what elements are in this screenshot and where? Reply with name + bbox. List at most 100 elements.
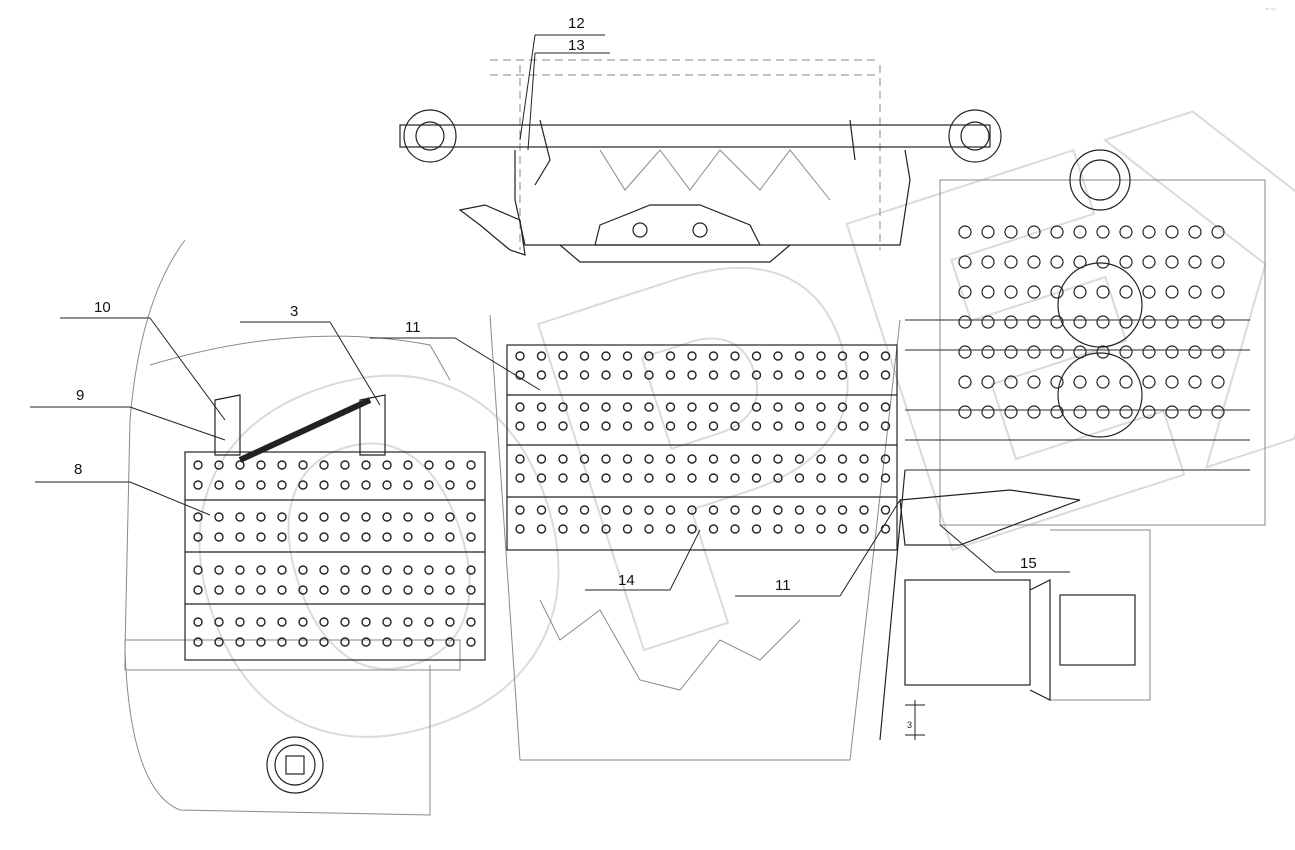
perforation-hole [837, 473, 848, 483]
perforation-hole [730, 454, 740, 464]
perforation-hole [1073, 405, 1087, 419]
perforation-hole [687, 351, 697, 361]
perforation-hole [859, 473, 869, 483]
perforation-hole [958, 405, 972, 419]
perforation-hole [708, 505, 719, 515]
perforation-hole [340, 532, 350, 542]
perforation-hole [1142, 405, 1156, 419]
perforation-hole [319, 585, 329, 595]
perforation-hole [536, 421, 547, 431]
perforation-hole [1188, 405, 1202, 419]
perforation-hole [644, 454, 654, 464]
perforation-hole [687, 402, 697, 412]
perforation-hole [837, 421, 848, 431]
perforation-hole [958, 225, 972, 239]
perforation-hole [730, 421, 740, 431]
perforation-hole [730, 524, 740, 534]
callout-12: 12 [568, 15, 585, 32]
perforation-hole [1096, 225, 1110, 239]
perforation-hole [859, 505, 869, 515]
perforation-hole [277, 532, 287, 542]
perforation-hole [816, 351, 826, 361]
perforation-hole [403, 512, 413, 522]
perforation-hole [981, 405, 995, 419]
perforation-hole [859, 524, 869, 534]
perforation-hole [837, 454, 848, 464]
callout-15: 15 [1020, 555, 1037, 572]
perforation-hole [730, 370, 740, 380]
callout-11-bottom: 11 [775, 577, 791, 594]
perforation-hole [298, 617, 308, 627]
perforation-hole [298, 637, 308, 647]
perforation-hole [859, 421, 869, 431]
perforation-hole [601, 351, 611, 361]
perforation-hole [665, 370, 676, 380]
perforation-hole [298, 460, 308, 470]
perforation-hole [558, 370, 568, 380]
perforation-hole [235, 532, 245, 542]
perforation-hole [981, 225, 995, 239]
perforation-hole [708, 454, 719, 464]
perforation-hole [340, 480, 350, 490]
perforation-hole [665, 524, 676, 534]
perforation-hole [1142, 315, 1156, 329]
callout-3: 3 [290, 303, 298, 320]
perforation-hole [981, 285, 995, 299]
perforation-hole [361, 565, 371, 575]
perforation-hole [751, 370, 762, 380]
perforation-hole [382, 480, 392, 490]
perforation-hole [1142, 375, 1156, 389]
perforation-hole [730, 402, 740, 412]
perforation-hole [1073, 255, 1087, 269]
perforation-hole [382, 585, 392, 595]
perforation-hole [536, 473, 547, 483]
perforation-hole [837, 402, 848, 412]
perforation-hole [1073, 225, 1087, 239]
perforation-hole [1004, 345, 1018, 359]
perforation-hole [622, 351, 633, 361]
right-plate-assembly [879, 149, 1250, 741]
perforation-hole [193, 585, 203, 595]
perforation-hole [644, 505, 654, 515]
perforation-hole [1165, 315, 1179, 329]
perforation-hole [403, 532, 413, 542]
perforation-hole [340, 637, 350, 647]
perforation-hole [1142, 345, 1156, 359]
perforation-hole [445, 460, 455, 470]
perforation-hole [536, 402, 547, 412]
perforation-hole [665, 454, 676, 464]
perforation-hole [1119, 315, 1133, 329]
perforation-hole [445, 565, 455, 575]
perforation-hole [319, 565, 329, 575]
perforation-hole [1188, 315, 1202, 329]
perforation-hole [622, 402, 633, 412]
perforation-hole [382, 617, 392, 627]
perforation-hole [256, 617, 266, 627]
perforation-hole [773, 505, 783, 515]
perforation-hole [536, 454, 547, 464]
perforation-hole [708, 351, 719, 361]
perforation-hole [622, 421, 633, 431]
perforation-hole [601, 370, 611, 380]
perforation-hole [981, 345, 995, 359]
perforation-hole [1211, 285, 1225, 299]
perforation-hole [579, 473, 590, 483]
perforation-hole [880, 370, 891, 380]
perforation-hole [340, 585, 350, 595]
perforation-hole [644, 402, 654, 412]
center-step-panel [506, 344, 898, 551]
callout-9: 9 [76, 387, 84, 404]
perforation-hole [816, 402, 826, 412]
perforation-hole [622, 370, 633, 380]
perforation-hole [751, 524, 762, 534]
perforation-hole [424, 565, 434, 575]
perforation-hole [687, 454, 697, 464]
callout-11-top: 11 [405, 319, 421, 336]
perforation-hole [816, 473, 826, 483]
perforation-hole [235, 617, 245, 627]
perforation-hole [515, 402, 525, 412]
perforation-hole [816, 370, 826, 380]
perforation-hole [981, 375, 995, 389]
perforation-hole [579, 370, 590, 380]
